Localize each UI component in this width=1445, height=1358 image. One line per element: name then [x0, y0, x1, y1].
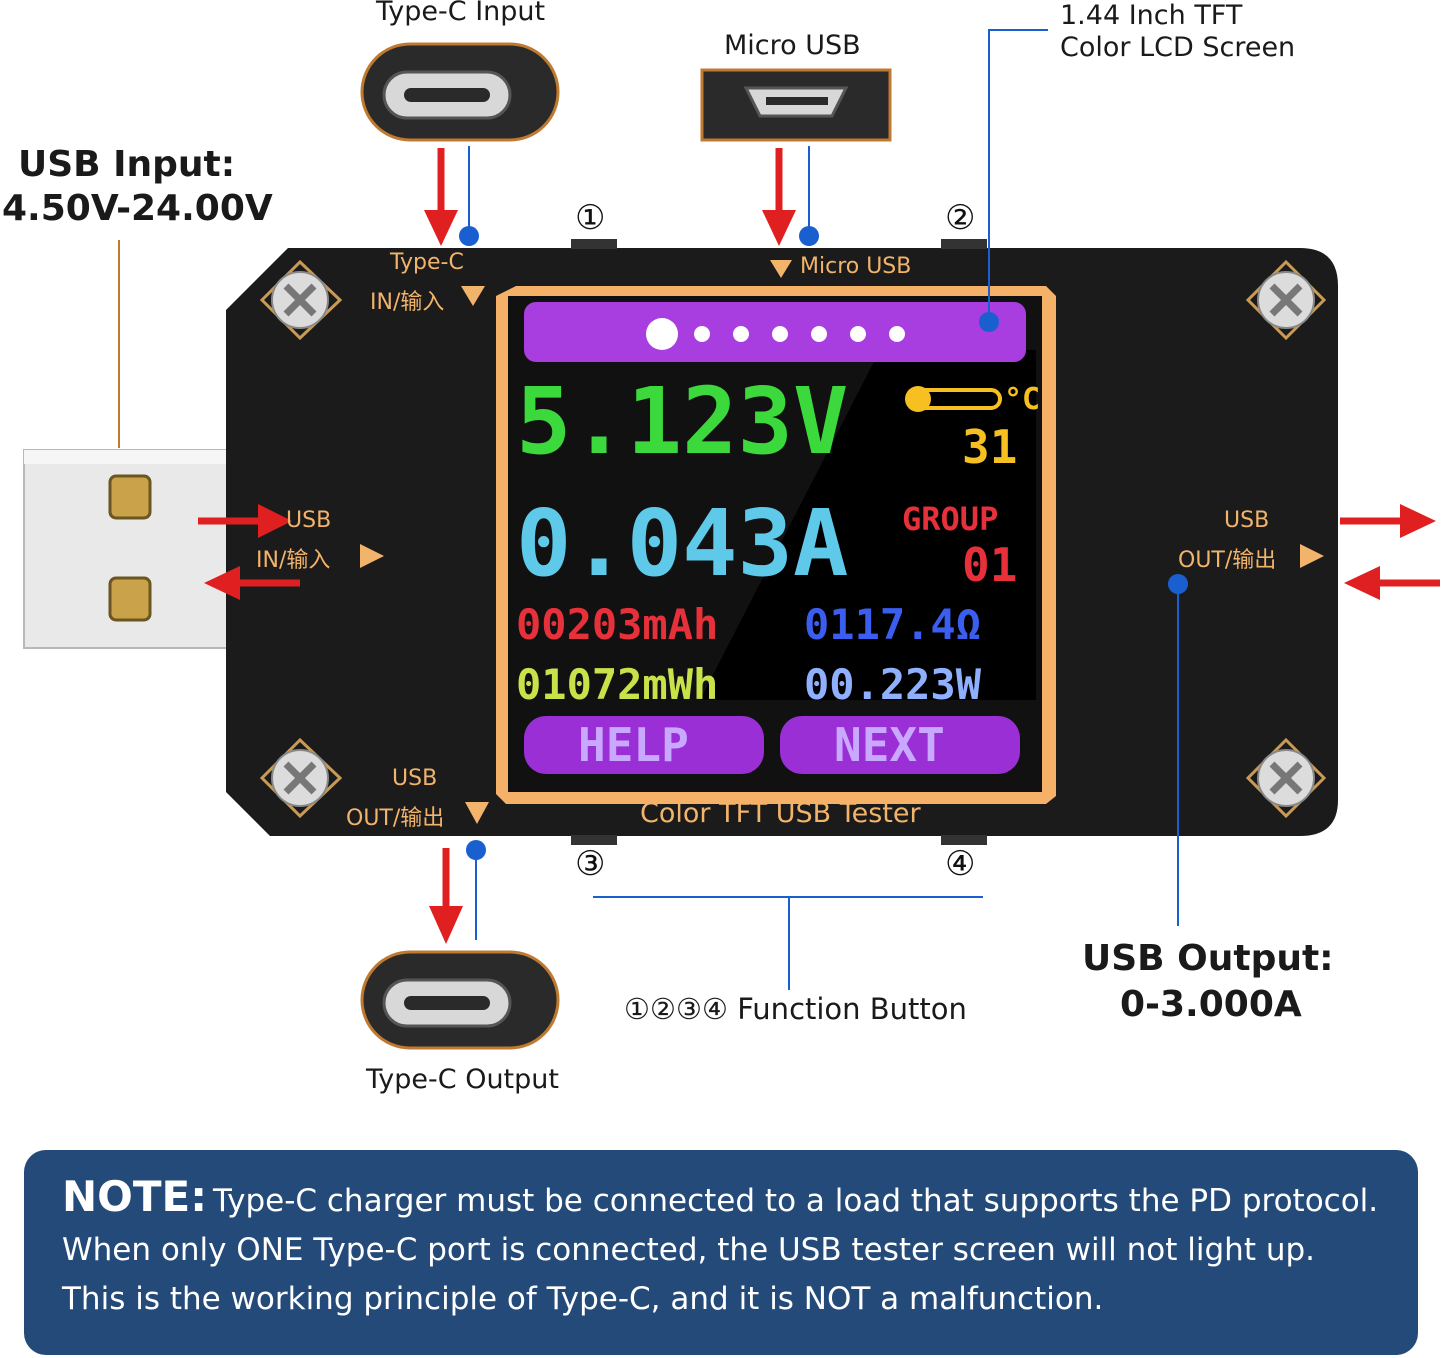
leader-lines [459, 29, 1188, 990]
lcd-group-value: 01 [962, 538, 1018, 592]
screw-icon [259, 259, 343, 341]
typec-input-port [360, 42, 560, 142]
pcb-usb-in-label-1: USB [286, 508, 332, 533]
usb-a-plug [23, 449, 240, 649]
pcb-usb-out-left-label-2: OUT/输出 [346, 806, 445, 831]
button-3-marker: ③ [575, 844, 606, 884]
lcd-group-label: GROUP [902, 500, 999, 538]
usb-input-title: USB Input: [18, 144, 236, 185]
screw-icon [259, 737, 343, 819]
lcd-power: 00.223W [804, 660, 982, 709]
lcd-voltage: 5.123V [516, 368, 849, 475]
usb-output-range: 0-3.000A [1120, 984, 1302, 1025]
tft-screen-label-line2: Color LCD Screen [1060, 32, 1296, 63]
function-button-label: ①②③④ Function Button [624, 992, 967, 1026]
typec-output-port [360, 950, 560, 1050]
micro-usb-port [700, 68, 892, 142]
pcb-usb-in-label-2: IN/输入 [256, 548, 331, 573]
button-2-marker: ② [945, 198, 976, 238]
screw-icon [1245, 259, 1327, 341]
note-text-1: Type-C charger must be connected to a lo… [213, 1183, 1379, 1219]
lcd-help-button: HELP [578, 718, 689, 772]
triangle-right-icon [360, 544, 384, 568]
pcb-usb-out-right-label-1: USB [1224, 508, 1270, 533]
note-line-1: NOTE:Type-C charger must be connected to… [62, 1172, 1418, 1226]
lcd-screen [496, 286, 1056, 804]
typec-input-label: Type-C Input [376, 0, 546, 27]
pcb-typec-in-label-1: Type-C [390, 250, 464, 275]
usb-output-title: USB Output: [1082, 938, 1334, 979]
lcd-mwh: 01072mWh [516, 660, 719, 709]
lcd-current: 0.043A [516, 490, 849, 597]
button-4-marker: ④ [945, 844, 976, 884]
pcb-title: Color TFT USB Tester [640, 798, 921, 829]
usb-input-range: 4.50V-24.00V [2, 188, 273, 229]
thermometer-icon [905, 386, 1002, 412]
note-line-3: This is the working principle of Type-C,… [62, 1281, 1104, 1317]
button-1-marker: ① [575, 198, 606, 238]
note-line-2: When only ONE Type-C port is connected, … [62, 1232, 1316, 1268]
typec-output-label: Type-C Output [366, 1064, 559, 1095]
lcd-mah: 00203mAh [516, 600, 719, 649]
triangle-right-icon [1300, 544, 1324, 568]
lcd-temp-value: 31 [962, 420, 1018, 474]
pcb-usb-out-right-label-2: OUT/输出 [1178, 548, 1277, 573]
triangle-down-icon [461, 286, 485, 306]
current-flow-arrows [198, 148, 1440, 944]
micro-usb-label: Micro USB [724, 30, 861, 61]
lcd-next-button: NEXT [834, 718, 945, 772]
pcb-micro-usb-label: Micro USB [800, 254, 912, 279]
tft-screen-label-line1: 1.44 Inch TFT [1060, 0, 1243, 31]
triangle-down-icon [465, 802, 489, 824]
screw-icon [1245, 737, 1327, 819]
pcb-typec-in-label-2: IN/输入 [370, 290, 445, 315]
note-heading: NOTE: [62, 1172, 207, 1221]
triangle-down-icon [770, 260, 792, 278]
note-box: NOTE:Type-C charger must be connected to… [24, 1150, 1418, 1355]
lcd-temp-unit: °C [1004, 382, 1041, 417]
lcd-resistance: 0117.4Ω [804, 600, 982, 649]
pcb-usb-out-left-label-1: USB [392, 766, 438, 791]
diagram-graphics [23, 29, 1440, 1050]
